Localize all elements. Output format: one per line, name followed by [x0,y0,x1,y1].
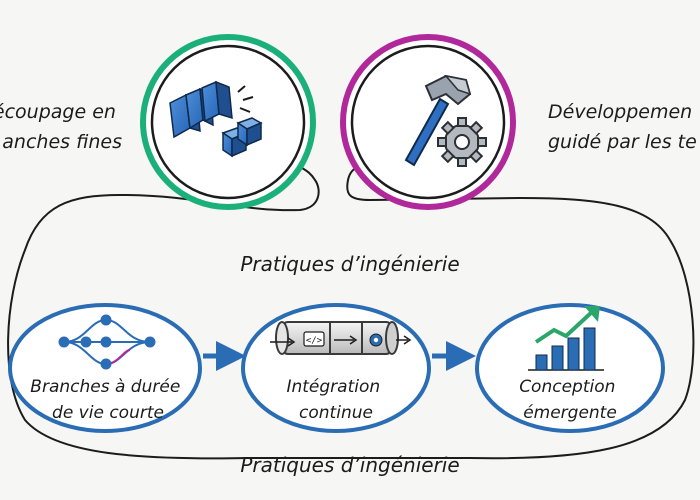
node-tdd: Développemen guidé par les te [340,34,698,210]
pipeline-icon: </> [270,321,412,355]
banner-top: Pratiques d’ingénierie [240,252,459,276]
step-continuous-integration: </> Intégration continue [241,303,431,433]
step-short-lived-branches: Branches à durée de vie courte [8,303,202,433]
node-thin-slicing-label-line2: anches fines [2,131,122,153]
step-emergent-design-label-line1: Conception [519,377,615,397]
node-thin-slicing: écoupage en anches fines [0,34,316,210]
node-thin-slicing-label-line1: écoupage en [0,101,116,123]
hammer-gear-icon [404,74,487,167]
branching-graph-icon [58,314,156,370]
practices-loop-outline [7,164,695,460]
svg-text:Intégration continue: Intégration continue [286,377,385,423]
growth-chart-icon [528,306,604,371]
step-continuous-integration-label-line1: Intégration [286,377,380,397]
step-emergent-design: Conception émergente [475,303,665,433]
banner-bottom: Pratiques d’ingénierie [240,453,459,477]
svg-text:</>: </> [306,336,323,346]
node-thin-slicing-inner-ring [150,44,306,200]
step-short-lived-branches-label-line1: Branches à durée [30,377,180,397]
node-tdd-label-line1: Développemen [548,101,692,123]
node-thin-slicing-ring [140,34,316,210]
svg-text:Développemen guidé par l: Développemen guidé par les te [548,101,698,153]
svg-text:écoupage en anches fines: écoupage en anches fines [0,101,122,153]
sliced-blocks-icon [169,80,263,158]
node-tdd-inner-ring [350,44,506,200]
step-emergent-design-label-line2: émergente [523,403,617,423]
svg-text:Branches à durée de vie: Branches à durée de vie courte [30,377,185,423]
step-continuous-integration-label-line2: continue [299,403,373,423]
node-tdd-label-line2: guidé par les te [548,131,697,153]
svg-text:Conception émergente: Conception émergente [519,377,621,423]
step-short-lived-branches-label-line2: de vie courte [52,403,164,423]
